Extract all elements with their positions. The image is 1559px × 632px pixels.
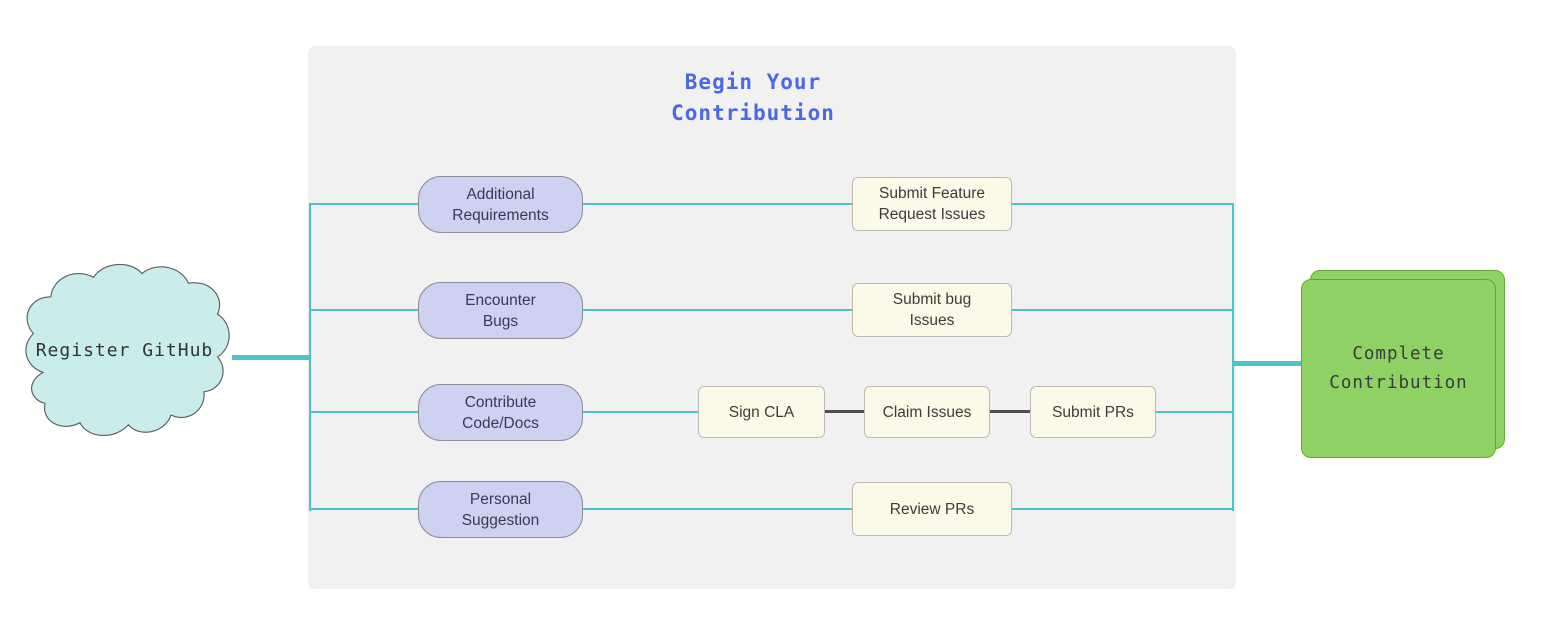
node-review-prs: Review PRs [852, 482, 1012, 536]
connector-row3-right [1098, 411, 1233, 413]
connector-row2-horizontal [310, 309, 1233, 311]
start-node-label: Register GitHub [35, 339, 214, 361]
node-claim-issues: Claim Issues [864, 386, 990, 438]
connector-row4-horizontal [310, 508, 1233, 510]
node-register-github: Register GitHub [12, 258, 237, 448]
node-encounter-bugs: Encounter Bugs [418, 282, 583, 339]
node-sign-cla: Sign CLA [698, 386, 825, 438]
cloud-shape [25, 263, 230, 436]
connector-right-vertical [1232, 203, 1234, 511]
node-submit-bug-issues: Submit bug Issues [852, 283, 1012, 337]
panel-title: Begin Your Contribution [671, 70, 835, 125]
connector-left-vertical [309, 203, 311, 511]
node-submit-prs: Submit PRs [1030, 386, 1156, 438]
node-complete-contribution: Complete Contribution [1301, 279, 1496, 458]
connector-row1-horizontal [310, 203, 1233, 205]
node-contribute-code-docs: Contribute Code/Docs [418, 384, 583, 441]
connector-end-trunk [1233, 361, 1302, 366]
connector-start-trunk [232, 355, 310, 360]
node-personal-suggestion: Personal Suggestion [418, 481, 583, 538]
node-submit-feature-request-issues: Submit Feature Request Issues [852, 177, 1012, 231]
node-additional-requirements: Additional Requirements [418, 176, 583, 233]
